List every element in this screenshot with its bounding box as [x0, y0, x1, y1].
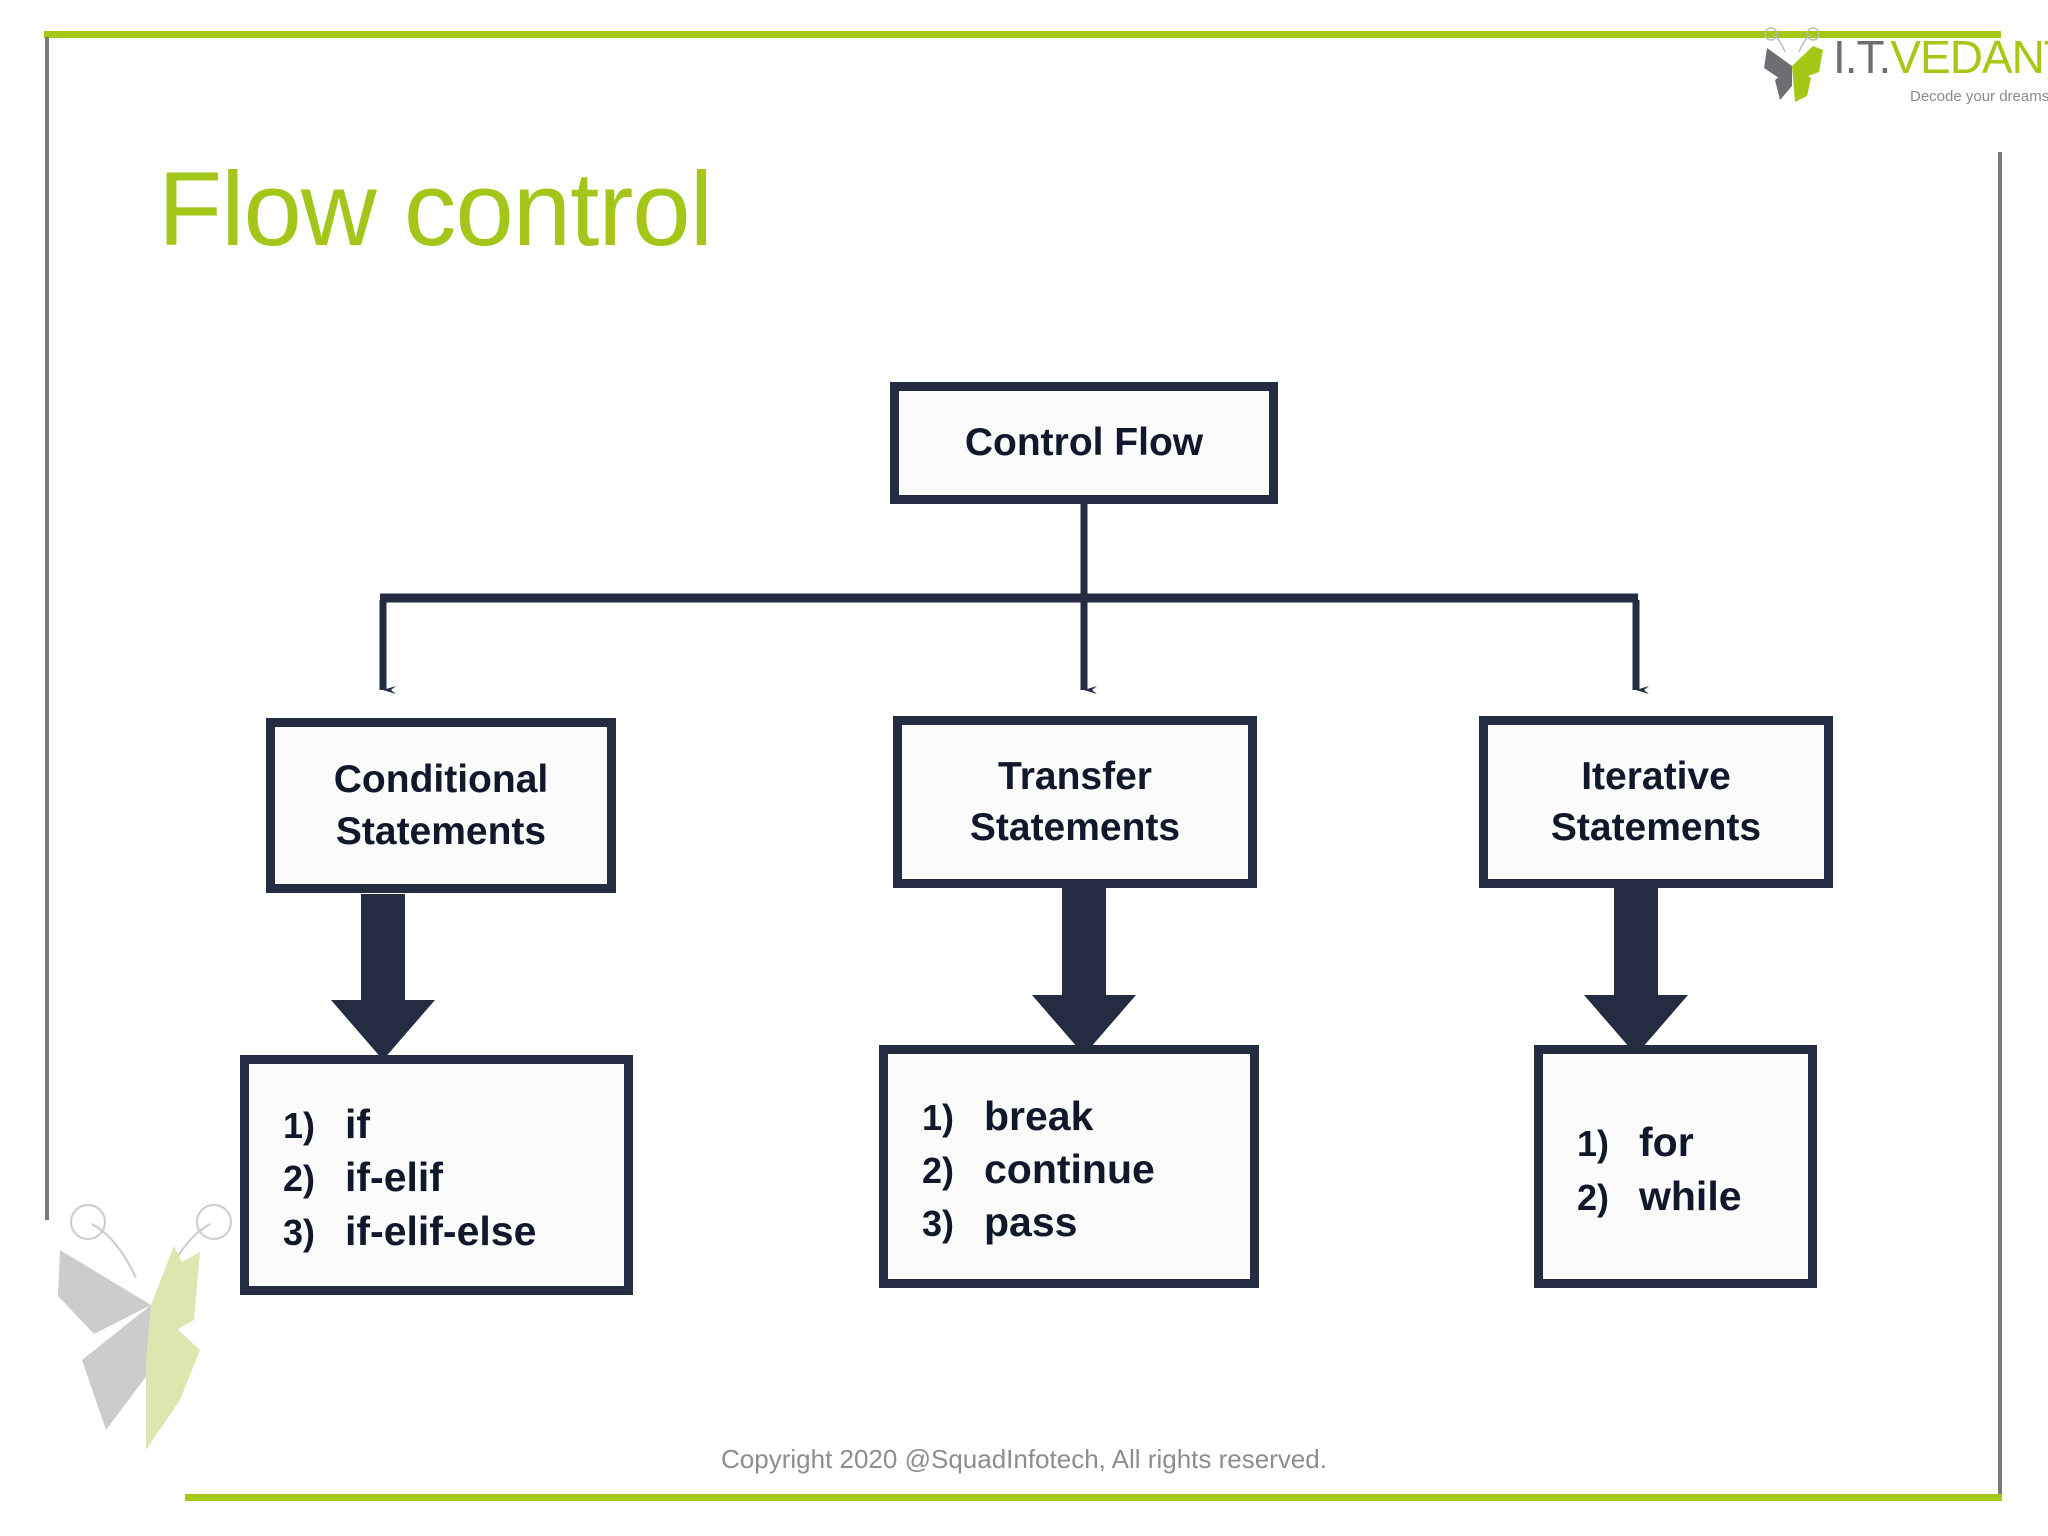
butterfly-watermark-icon [58, 1203, 233, 1450]
list-item-number: 2) [283, 1158, 316, 1200]
list-transfer-items: 1) break 2) continue 3) pass [879, 1045, 1259, 1288]
node-transfer-line2: Statements [969, 806, 1181, 849]
list-item: 2) while [1577, 1170, 1808, 1223]
node-iterative-line1: Iterative [1581, 754, 1731, 798]
list-item-number: 3) [922, 1203, 955, 1245]
list-item: 1) if [283, 1098, 624, 1151]
node-control-flow: Control Flow [890, 382, 1278, 504]
node-transfer-statements: Transfer Statements [893, 716, 1257, 888]
logo-wordmark: I.T.VEDANT [1833, 34, 2048, 80]
list-item-number: 2) [922, 1149, 955, 1191]
list-iterative-items: 1) for 2) while [1534, 1045, 1817, 1288]
node-iterative-line2: Statements [1550, 806, 1762, 849]
left-gray-rule [45, 37, 49, 1220]
bottom-green-rule [185, 1494, 2002, 1501]
list-item-text: continue [984, 1145, 1155, 1192]
list-item-text: for [1639, 1119, 1694, 1166]
list-conditional-items: 1) if 2) if-elif 3) if-elif-else [240, 1055, 633, 1295]
list-item: 1) break [922, 1090, 1250, 1143]
list-item-number: 3) [283, 1211, 316, 1253]
block-arrow-left [331, 894, 435, 1060]
page-title: Flow control [158, 151, 713, 268]
right-gray-rule [1998, 152, 2002, 1497]
logo-tagline: Decode your dreams [1910, 88, 2048, 105]
list-item: 1) for [1577, 1116, 1808, 1169]
node-transfer-line1: Transfer [998, 754, 1152, 798]
footer-copyright: Copyright 2020 @SquadInfotech, All right… [721, 1444, 1327, 1474]
list-item-text: if-elif [345, 1154, 443, 1201]
list-item-text: if-elif-else [345, 1207, 537, 1254]
top-green-rule [44, 31, 2001, 38]
list-item-number: 1) [1577, 1123, 1610, 1165]
block-arrow-right [1584, 884, 1688, 1055]
brand-logo: I.T.VEDANT Decode your dreams [1755, 26, 2048, 122]
node-control-flow-label: Control Flow [964, 421, 1204, 465]
list-item: 2) continue [922, 1143, 1250, 1196]
list-item-text: pass [984, 1199, 1078, 1246]
list-item: 3) pass [922, 1196, 1250, 1249]
list-item-number: 1) [283, 1105, 316, 1147]
block-arrow-center [1032, 884, 1136, 1055]
list-item: 2) if-elif [283, 1151, 624, 1204]
list-item: 3) if-elif-else [283, 1205, 624, 1258]
node-conditional-line2: Statements [335, 809, 547, 853]
list-item-number: 1) [922, 1096, 955, 1138]
logo-vedant-text: VEDANT [1890, 31, 2048, 83]
butterfly-logo-icon [1764, 27, 1823, 102]
list-item-text: while [1639, 1172, 1742, 1219]
node-iterative-statements: Iterative Statements [1479, 716, 1833, 888]
list-item-number: 2) [1577, 1176, 1610, 1218]
node-conditional-statements: Conditional Statements [266, 718, 616, 893]
logo-it-text: I.T. [1833, 31, 1891, 83]
list-item-text: if [345, 1101, 371, 1148]
node-conditional-line1: Conditional [333, 758, 549, 802]
list-item-text: break [984, 1092, 1094, 1139]
